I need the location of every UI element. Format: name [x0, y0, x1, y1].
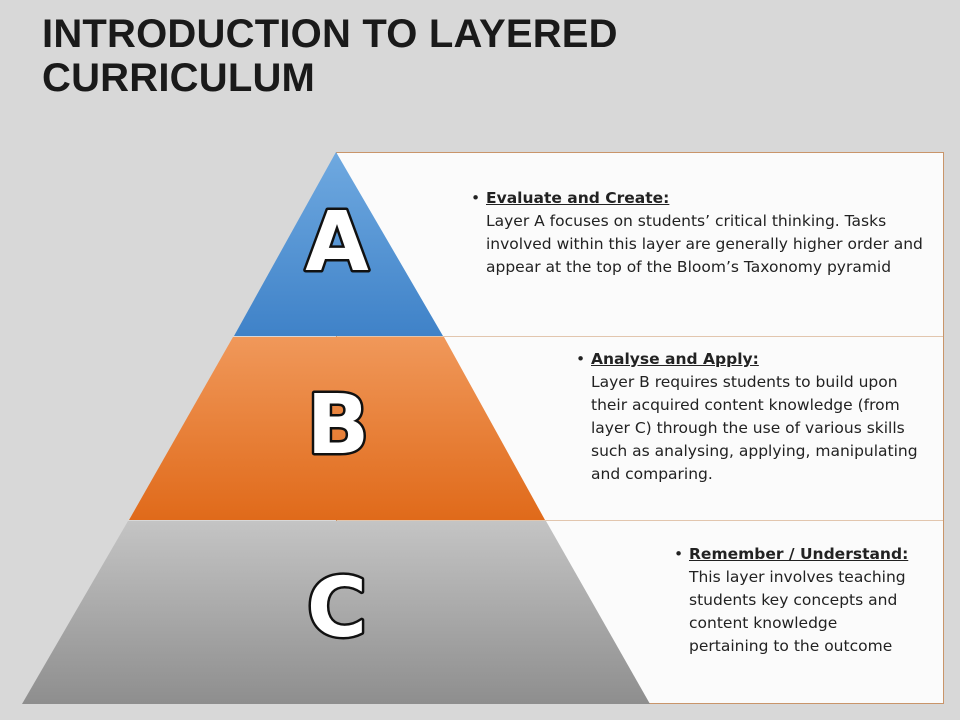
layer-a-description: • Evaluate and Create: Layer A focuses o…: [471, 187, 926, 279]
layer-a-letter: A: [305, 195, 369, 290]
slide-title: INTRODUCTION TO LAYERED CURRICULUM: [42, 12, 618, 100]
pyramid-layer-a: [234, 152, 443, 336]
bullet-marker: •: [674, 545, 684, 563]
layer-b-heading: Analyse and Apply:: [591, 350, 759, 368]
pyramid-layer-b: [129, 337, 545, 520]
layer-c-description: • Remember / Understand: This layer invo…: [674, 543, 915, 658]
pyramid-layer-c: [22, 521, 650, 704]
bullet-marker: •: [576, 350, 586, 368]
layer-c-body: This layer involves teaching students ke…: [689, 568, 906, 655]
layer-a-heading: Evaluate and Create:: [486, 189, 670, 207]
layer-divider: [337, 520, 943, 521]
layer-c-letter: C: [307, 561, 367, 656]
layer-b-letter: B: [307, 378, 370, 473]
layer-divider: [337, 336, 943, 337]
layer-a-body: Layer A focuses on students’ critical th…: [486, 212, 923, 276]
layer-b-body: Layer B requires students to build upon …: [591, 373, 918, 483]
layer-b-description: • Analyse and Apply: Layer B requires st…: [576, 348, 926, 486]
layer-c-heading: Remember / Understand:: [689, 545, 909, 563]
bullet-marker: •: [471, 189, 481, 207]
